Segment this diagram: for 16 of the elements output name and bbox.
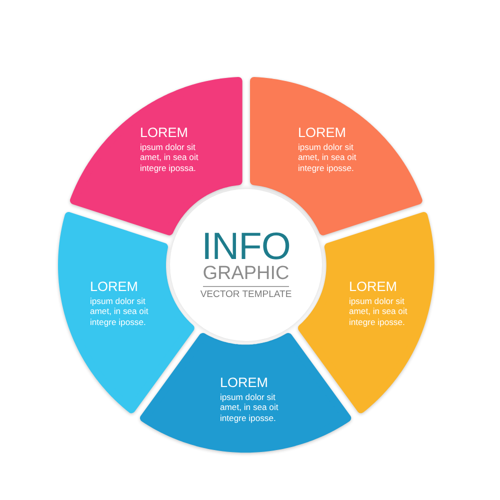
segment-text: ipsum dolor sit amet, in sea oit integre iposse. <box>298 142 358 174</box>
subtitle-text: GRAPHIC <box>202 264 290 283</box>
ring-segment <box>298 212 434 413</box>
ring-segment <box>140 333 352 453</box>
segment-text: ipsum dolor sit amet, in sea oit integre iposse. <box>90 296 150 328</box>
segment-heading: LOREM <box>348 278 397 294</box>
title-text: INFO <box>202 230 290 264</box>
segment-heading: LOREM <box>298 124 346 140</box>
ring-segment <box>58 212 194 413</box>
tagline-text: VECTOR TEMPLATE <box>200 289 292 300</box>
segment-text: ipsum dolor sit amet, in sea oit integre iposse. <box>220 392 280 424</box>
segment-heading: LOREM <box>220 374 268 390</box>
segment-heading: LOREM <box>140 124 188 140</box>
segment-text: ipsum dolor sit amet, in sea oit integre iposse. <box>348 296 408 328</box>
segment-text: ipsum dolor sit amet, in sea oit integre ipossa. <box>140 142 200 174</box>
segment-heading: LOREM <box>90 278 138 294</box>
